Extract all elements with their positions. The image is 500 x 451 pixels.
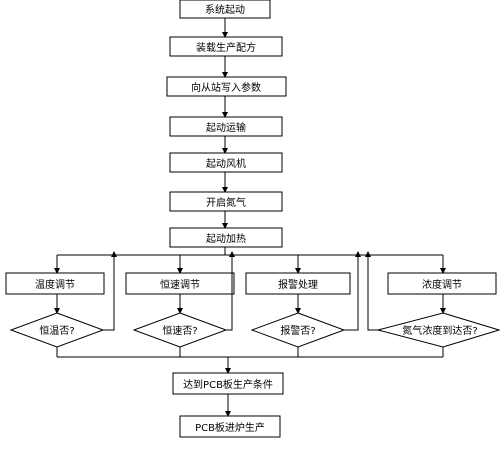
svg-text:温度调节: 温度调节	[35, 278, 75, 291]
step-start-heating: 起动加热	[169, 227, 283, 248]
decision-temp-check: 恒温否?	[9, 312, 105, 348]
svg-text:恒速调节: 恒速调节	[160, 278, 200, 291]
decision-speed-check: 恒速否?	[132, 312, 228, 348]
svg-text:开启氮气: 开启氮气	[206, 196, 246, 209]
step-start-fan: 起动风机	[169, 152, 283, 173]
loop-back-arrow	[344, 251, 361, 331]
svg-text:报警否?: 报警否?	[280, 324, 315, 337]
step-start: 系统起动	[179, 0, 271, 19]
branch-temp-adjust: 温度调节	[5, 272, 105, 295]
step-open-nitrogen: 开启氮气	[169, 191, 283, 212]
svg-text:达到PCB板生产条件: 达到PCB板生产条件	[183, 378, 273, 391]
svg-text:恒速否?: 恒速否?	[162, 324, 197, 337]
svg-text:起动加热: 起动加热	[206, 232, 246, 245]
svg-text:报警处理: 报警处理	[278, 278, 318, 291]
svg-text:起动运输: 起动运输	[206, 121, 246, 134]
svg-text:PCB板进炉生产: PCB板进炉生产	[195, 421, 265, 434]
branch-speed-adjust: 恒速调节	[125, 272, 235, 295]
svg-text:起动风机: 起动风机	[206, 157, 246, 170]
loop-back-arrow	[365, 251, 378, 331]
end-conditions-met: 达到PCB板生产条件	[172, 372, 284, 395]
loop-back-arrow	[103, 251, 117, 331]
svg-text:恒温否?: 恒温否?	[39, 324, 74, 337]
end-pcb-in: PCB板进炉生产	[179, 415, 281, 438]
branch-concentration-adjust: 浓度调节	[387, 272, 497, 295]
decision-alarm-check: 报警否?	[250, 312, 346, 348]
decision-concentration-check: 氮气浓度到达否?	[376, 312, 500, 348]
svg-text:装载生产配方: 装载生产配方	[196, 41, 256, 54]
loop-back-arrow	[226, 251, 235, 331]
svg-text:氮气浓度到达否?: 氮气浓度到达否?	[402, 324, 477, 337]
branch-alarm-handle: 报警处理	[245, 272, 351, 295]
svg-text:浓度调节: 浓度调节	[422, 278, 462, 291]
step-load-recipe: 装载生产配方	[169, 36, 283, 57]
svg-text:系统起动: 系统起动	[205, 3, 245, 16]
svg-text:向从站写入参数: 向从站写入参数	[191, 81, 261, 94]
step-start-conveyor: 起动运输	[169, 116, 283, 137]
step-write-params: 向从站写入参数	[166, 76, 287, 97]
